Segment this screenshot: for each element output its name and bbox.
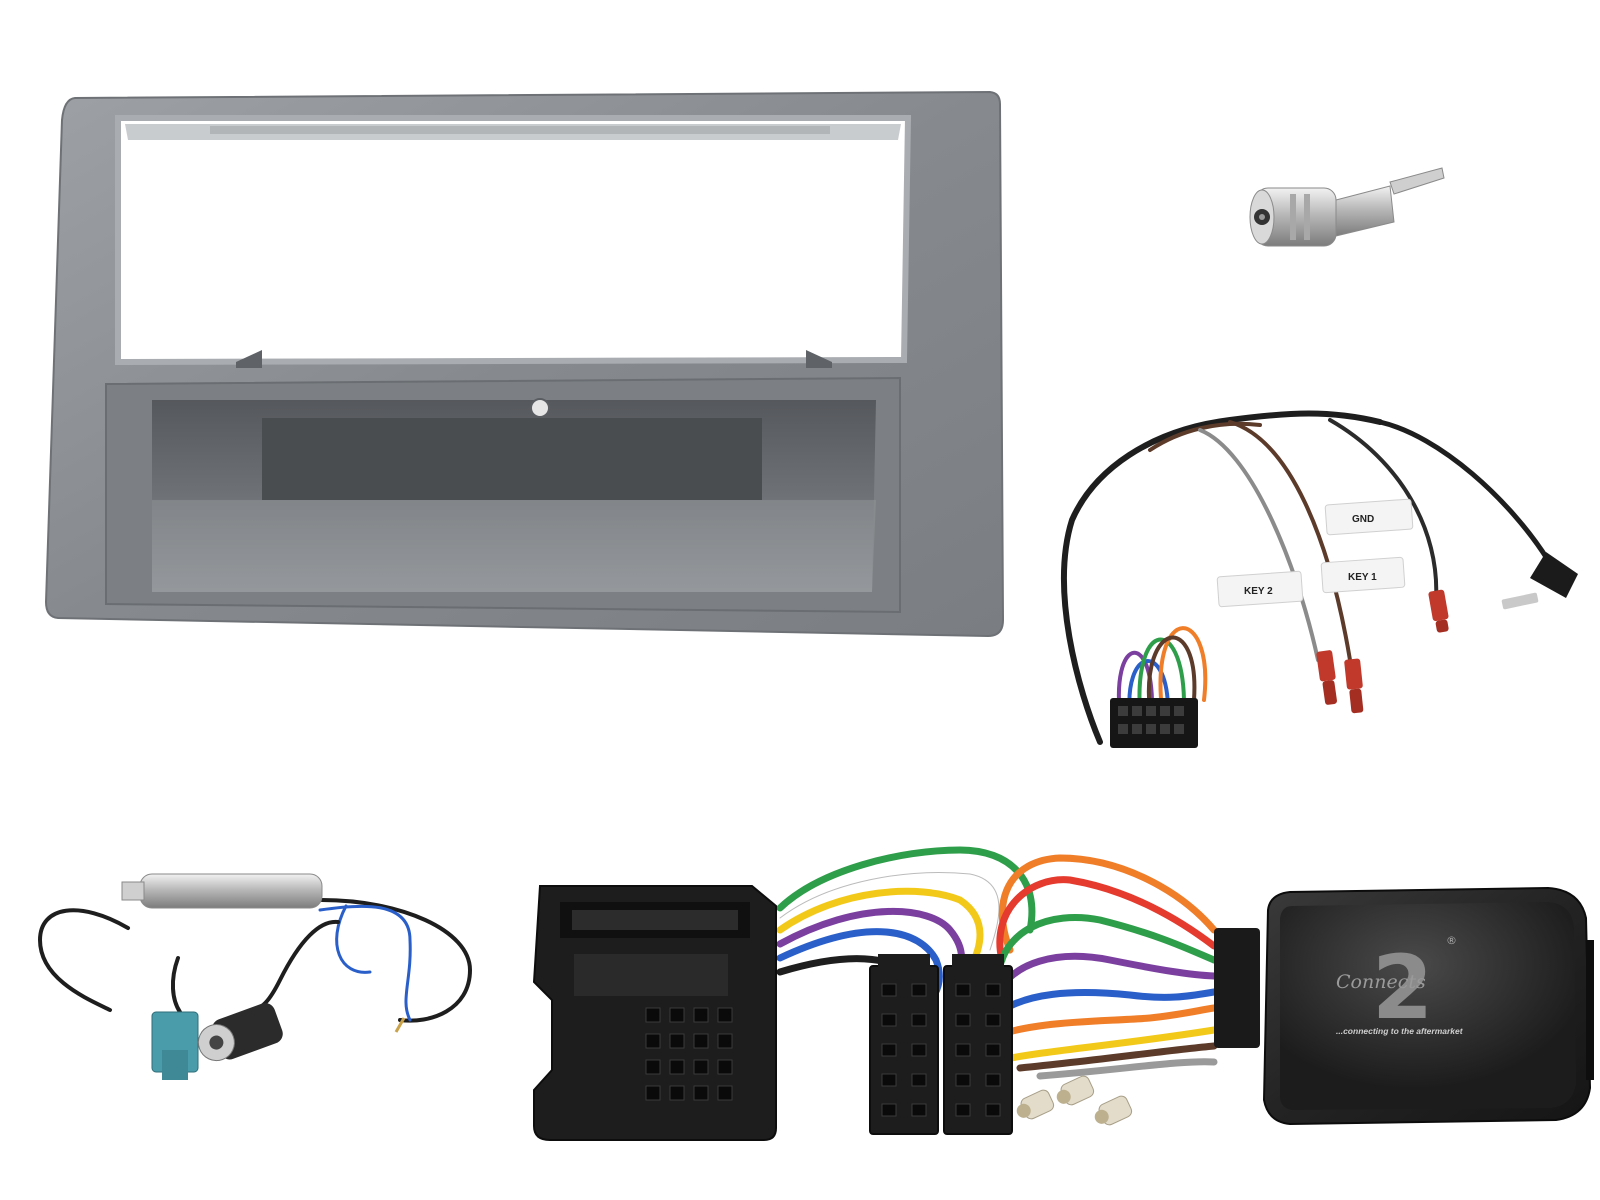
- harness-wires: [776, 846, 1218, 1080]
- iso-antenna-plug: [197, 1003, 283, 1062]
- iso-antenna-adapter: [1249, 167, 1445, 247]
- red-connector: [1316, 650, 1337, 705]
- coax-bare-tip: [394, 1017, 406, 1033]
- bullet-connectors: [1016, 1075, 1133, 1126]
- registered-mark: ®: [1446, 934, 1457, 947]
- label-tag-key2: KEY 2: [1216, 570, 1304, 608]
- label-key2: KEY 2: [1244, 586, 1273, 597]
- steering-patch-lead: [1061, 410, 1551, 745]
- logo-text: Connects: [1336, 971, 1426, 993]
- logo-number: 2: [1372, 936, 1433, 1039]
- fascia-panel: [44, 90, 1005, 638]
- label-tag-key1: KEY 1: [1320, 556, 1406, 594]
- label-gnd: GND: [1352, 514, 1374, 525]
- inline-amplifier: [121, 873, 323, 909]
- label-tag-gnd: GND: [1324, 498, 1414, 536]
- logo-tagline: ...connecting to the aftermarket: [1336, 1026, 1464, 1036]
- fakra-antenna-adapter: [37, 898, 473, 1023]
- red-connector: [1428, 589, 1449, 633]
- fakra-connector: [151, 1011, 199, 1080]
- audio-jack-plug: [1501, 552, 1578, 610]
- iso-power-connector: [869, 954, 939, 1135]
- red-connector: [1344, 658, 1364, 714]
- iso-speaker-connector: [943, 954, 1013, 1135]
- label-key1: KEY 1: [1348, 572, 1377, 583]
- steering-interface-box: 2 ® Connects ...connecting to the afterm…: [1214, 886, 1594, 1126]
- quadlock-pins: [645, 1007, 733, 1101]
- red-connectors: [1316, 589, 1449, 714]
- patch-lead-plug: [1110, 698, 1198, 748]
